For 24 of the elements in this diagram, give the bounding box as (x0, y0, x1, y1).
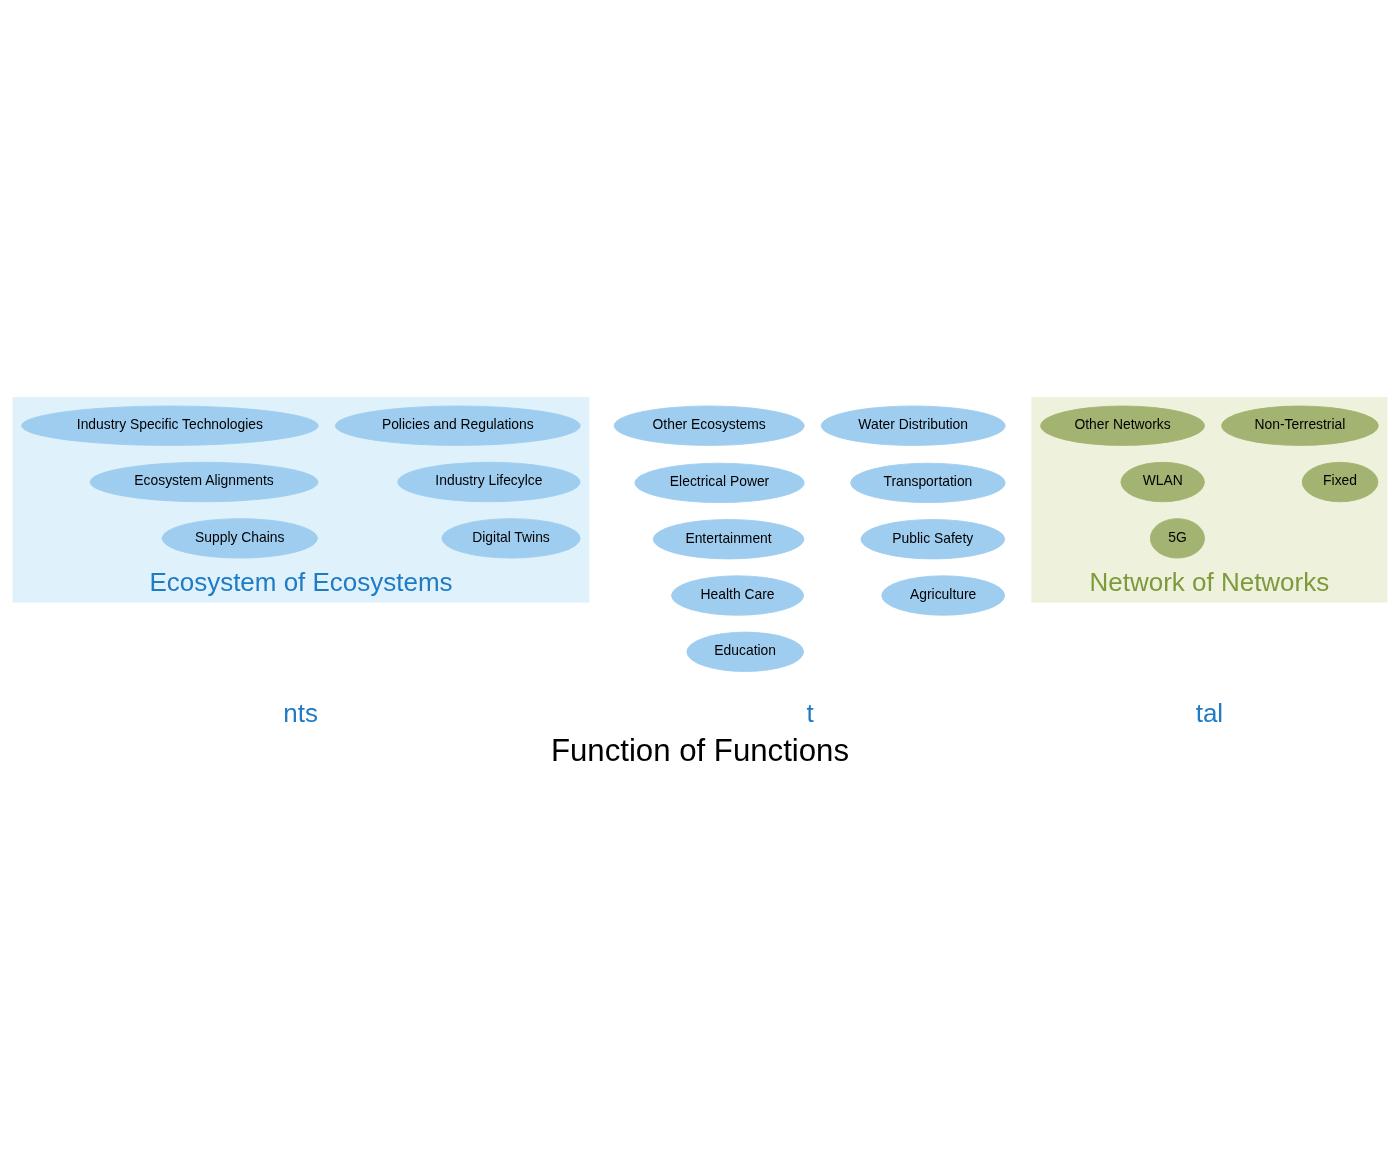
node-ellipse: Industry Lifecylce (397, 461, 581, 503)
node-ellipse: Non-Terrestrial (1221, 405, 1379, 446)
label: nts (283, 697, 318, 728)
node-ellipse: Supply Chains (161, 518, 318, 559)
node-ellipse: Health Care (671, 575, 805, 616)
node-ellipse: Agriculture (881, 575, 1006, 616)
node-ellipse: Fixed (1301, 461, 1379, 503)
node-ellipse: Transportation (850, 462, 1006, 504)
caption: Function of Functions (550, 733, 850, 769)
node-ellipse: Ecosystem Alignments (89, 461, 319, 503)
node-ellipse: Public Safety (860, 519, 1006, 560)
node-ellipse: Industry Specific Technologies (21, 405, 319, 446)
node-ellipse: Other Ecosystems (613, 405, 805, 446)
node-ellipse: WLAN (1120, 461, 1205, 503)
label: t (806, 697, 814, 728)
node-ellipse: Water Distribution (820, 405, 1006, 446)
node-ellipse: Electrical Power (634, 462, 805, 504)
node-ellipse: Other Networks (1040, 405, 1205, 446)
node-ellipse: 5G (1149, 518, 1205, 559)
node-ellipse: Digital Twins (441, 518, 581, 559)
label: tal (1195, 697, 1224, 728)
node-ellipse: Education (686, 631, 804, 672)
node-ellipse: Policies and Regulations (334, 405, 581, 446)
node-ellipse: Entertainment (652, 519, 805, 560)
